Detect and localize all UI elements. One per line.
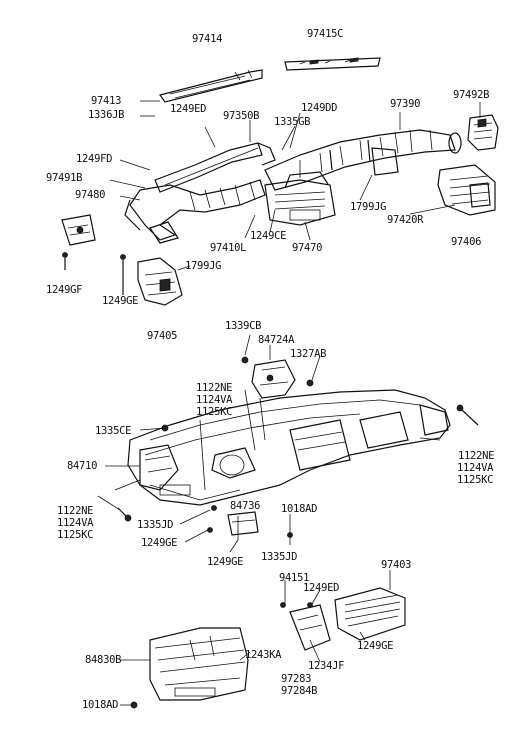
label-1124va-left: 1124VA [57,517,94,529]
cluster-hood [149,627,249,701]
label-1249ge-right: 1249GE [357,640,394,652]
upper-garnish [284,57,381,71]
label-97414: 97414 [192,33,223,45]
label-1249ce: 1249CE [250,230,287,242]
label-1327ab: 1327AB [290,348,327,360]
label-84830b: 84830B [85,654,122,666]
rear-register [289,587,406,651]
label-97491b: 97491B [46,172,83,184]
leader-lines [97,100,481,706]
center-bracket [241,356,314,399]
side-vent-upper-right [467,114,499,151]
label-1335ce: 1335CE [95,425,132,437]
label-97284b: 97284B [281,685,318,697]
label-1799jg-upper: 1799JG [350,201,387,213]
label-97415c: 97415C [307,28,344,40]
left-duct [124,179,266,244]
label-84710: 84710 [67,460,98,472]
lower-bracket [227,511,259,536]
label-1125kc-left: 1125KC [57,529,94,541]
defroster-nozzle [159,69,263,103]
fasteners [117,404,479,709]
label-1249ge-lower: 1249GE [207,556,244,568]
label-1335gb: 1335GB [274,116,311,128]
label-1249dd: 1249DD [301,102,338,114]
label-1125kc-right: 1125KC [457,474,494,486]
label-97413: 97413 [91,95,122,107]
label-1124va-right: 1124VA [457,462,494,474]
crash-pad [127,389,451,506]
label-97492b: 97492B [453,89,490,101]
label-1339cb: 1339CB [225,320,262,332]
label-84736: 84736 [230,500,261,512]
label-1234jf: 1234JF [308,660,345,672]
label-97403: 97403 [381,559,412,571]
label-1336jb: 1336JB [88,109,125,121]
label-94151: 94151 [279,572,310,584]
center-register [264,171,336,226]
lower-connector [120,254,183,306]
label-1249gf: 1249GF [46,284,83,296]
label-1799jg-lower: 1799JG [185,260,222,272]
label-1122ne-center: 1122NE [196,382,233,394]
label-97470: 97470 [292,242,323,254]
label-1249ed-upper: 1249ED [170,103,207,115]
label-97420r: 97420R [387,214,424,226]
label-1122ne-left: 1122NE [57,505,94,517]
label-1249ge-middle: 1249GE [141,537,178,549]
upper-duct [154,142,276,193]
label-1122ne-right: 1122NE [458,450,495,462]
main-duct [264,129,462,191]
label-1125kc-center: 1125KC [196,406,233,418]
label-1249ed-lower: 1249ED [303,582,340,594]
label-97405: 97405 [147,330,178,342]
side-register-right [437,164,496,216]
label-1018ad-upper: 1018AD [281,503,318,515]
label-1249fd-upper: 1249FD [76,153,113,165]
label-1124va-center: 1124VA [196,394,233,406]
label-97410l: 97410L [210,242,247,254]
label-1335jd-left: 1335JD [137,519,174,531]
label-1335jd-right: 1335JD [261,551,298,563]
label-1018ad-lower: 1018AD [82,699,119,711]
label-97406: 97406 [451,236,482,248]
label-97283: 97283 [281,673,312,685]
label-97480: 97480 [75,189,106,201]
label-1243ka: 1243KA [245,649,282,661]
label-97350b: 97350B [223,110,260,122]
left-bracket [61,214,96,270]
label-84724a: 84724A [258,334,295,346]
label-1249ge-upper: 1249GE [102,295,139,307]
label-97390: 97390 [390,98,421,110]
